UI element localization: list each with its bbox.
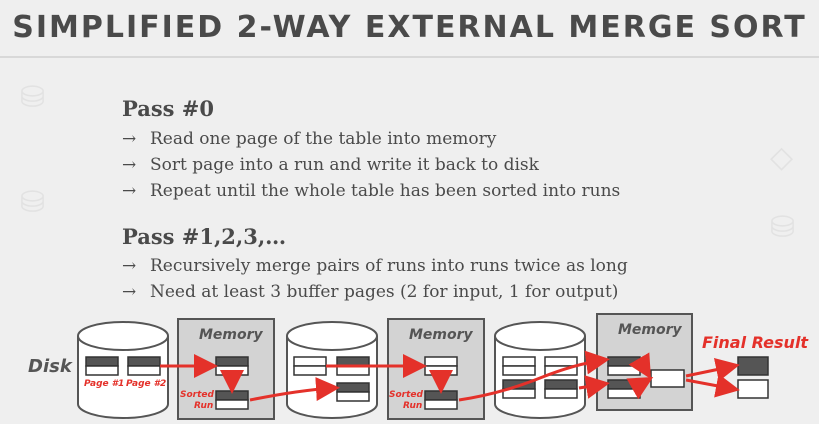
pass0-bullet: →Read one page of the table into memory	[122, 129, 497, 149]
memory2-sorted-run	[424, 390, 458, 410]
pass0-heading: Pass #0	[122, 96, 214, 121]
arrow-icon: →	[122, 129, 137, 149]
pass123-heading: Pass #1,2,3,…	[122, 224, 287, 249]
background-database-icon: ⛁	[20, 80, 46, 115]
title-divider	[0, 56, 819, 58]
arrow-icon: →	[122, 155, 137, 175]
flow-arrows	[160, 350, 740, 402]
final-result-page-2	[737, 379, 769, 399]
slide-title: SIMPLIFIED 2-WAY EXTERNAL MERGE SORT	[12, 10, 807, 45]
memory3-input-1	[607, 356, 641, 376]
memory1-page	[215, 356, 249, 376]
background-database-icon: ⛁	[770, 210, 796, 245]
disk1-page-1	[85, 356, 119, 376]
run-label-2: Run	[403, 401, 423, 411]
disk3-run	[544, 379, 578, 399]
disk-label: Disk	[28, 356, 72, 377]
background-database-icon: ⛁	[20, 185, 46, 220]
pass123-bullet: →Recursively merge pairs of runs into ru…	[122, 256, 628, 276]
memory-label-2: Memory	[409, 327, 473, 343]
memory1-sorted-run	[215, 390, 249, 410]
disk3-run	[502, 356, 536, 376]
pass0-bullet: →Repeat until the whole table has been s…	[122, 181, 621, 201]
sorted-label-1: Sorted	[180, 390, 214, 400]
arrow-icon: →	[122, 181, 137, 201]
disk1-page-2	[127, 356, 161, 376]
page2-label: Page #2	[126, 379, 167, 389]
arrow-icon: →	[122, 282, 137, 302]
disk2-run-3	[336, 382, 370, 402]
memory-label-3: Memory	[618, 322, 682, 338]
disk2-run-1	[293, 356, 327, 376]
memory-label-1: Memory	[199, 327, 263, 343]
memory2-page	[424, 356, 458, 376]
final-result-page-1	[737, 356, 769, 376]
pass123-bullet: →Need at least 3 buffer pages (2 for inp…	[122, 282, 619, 302]
run-label-1: Run	[194, 401, 214, 411]
memory3-output-buffer	[650, 369, 685, 388]
memory3-input-2	[607, 379, 641, 399]
background-gem-icon: ◇	[770, 140, 794, 175]
pass0-bullet: →Sort page into a run and write it back …	[122, 155, 539, 175]
page1-label: Page #1	[84, 379, 125, 389]
arrow-icon: →	[122, 256, 137, 276]
final-result-label: Final Result	[702, 333, 809, 352]
sorted-label-2: Sorted	[389, 390, 423, 400]
